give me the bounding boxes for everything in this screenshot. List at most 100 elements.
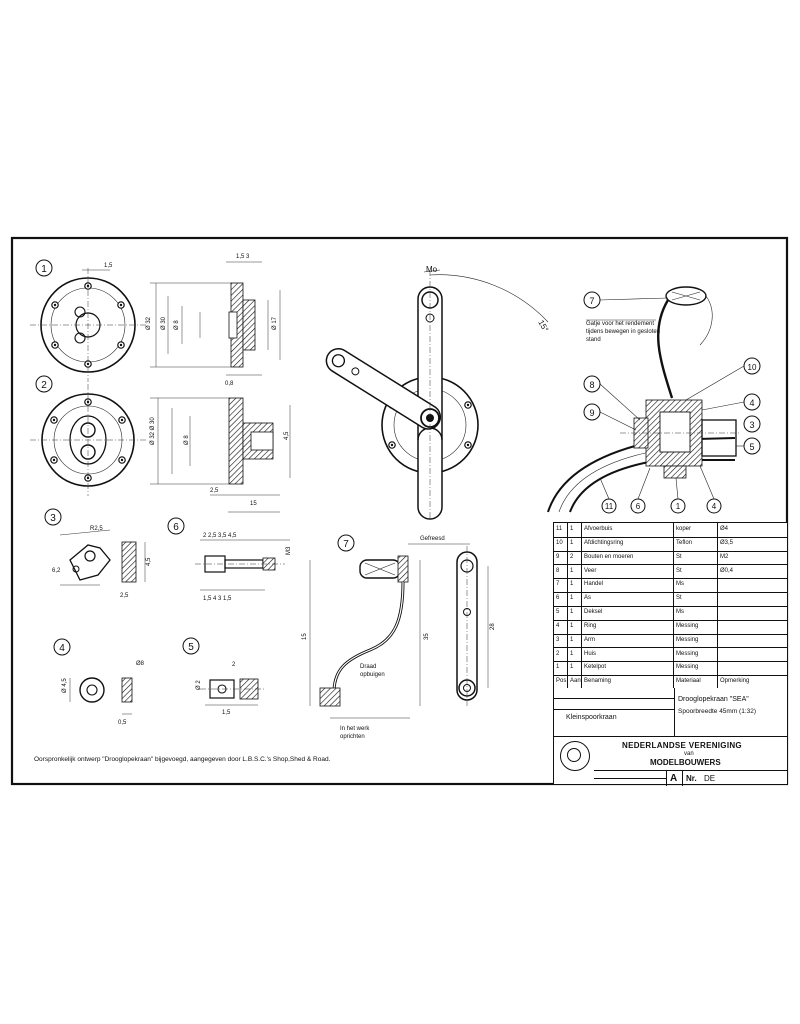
- parts-cell-qty: 2: [568, 550, 582, 565]
- parts-cell-material: Ms: [674, 578, 718, 593]
- svg-text:0,5: 0,5: [118, 720, 127, 726]
- item-subtitle: Spoorbreedte 45mm (1:32): [678, 708, 757, 715]
- svg-text:6: 6: [636, 502, 641, 511]
- svg-text:In het werk: In het werk: [340, 726, 370, 732]
- svg-text:15: 15: [302, 633, 308, 640]
- parts-cell-material: Teflon: [674, 536, 718, 551]
- assembly-callout-right-b: 4: [749, 398, 754, 408]
- parts-cell-name: Afdichtingsring: [582, 536, 674, 551]
- svg-text:15: 15: [250, 501, 257, 507]
- parts-cell-pos: 3: [554, 633, 568, 648]
- svg-text:11: 11: [605, 502, 614, 511]
- parts-cell-size: Ø0,4: [720, 567, 734, 574]
- parts-cell-material: Ms: [674, 606, 718, 620]
- parts-cell-size: [718, 661, 786, 675]
- parts-cell-pos: 7: [554, 578, 568, 593]
- detail-2-housing-front: 2: [30, 375, 146, 496]
- parts-cell-material: Messing: [674, 619, 718, 634]
- svg-text:1,5: 1,5: [104, 263, 113, 269]
- detail-5-callout: 5: [188, 642, 194, 653]
- svg-text:Ø 32: Ø 32: [146, 316, 152, 330]
- parts-cell-material: St: [674, 564, 718, 579]
- drawing-name: Kleinspoorkraan: [566, 714, 617, 721]
- parts-cell-size: Opmerking: [720, 678, 750, 685]
- lever-rotation-view: Mo 15°: [325, 265, 550, 520]
- parts-cell-pos: 9: [554, 550, 568, 565]
- svg-text:tijdens bewegen in gesloten: tijdens bewegen in gesloten: [586, 329, 660, 335]
- parts-cell-size: Ø3,5: [720, 539, 734, 546]
- parts-cell-qty: 1: [568, 647, 582, 662]
- detail-6-callout: 6: [173, 522, 179, 533]
- parts-cell-qty: 1: [568, 564, 582, 579]
- parts-cell-name: Benaming: [582, 675, 674, 689]
- parts-cell-size: [718, 634, 786, 648]
- assembly-section-view: Gatje voor het rendement tijdens bewegen…: [547, 286, 761, 514]
- assembly-callout-right-d: 5: [749, 442, 754, 452]
- parts-cell-pos: 11: [554, 523, 568, 537]
- detail-6-spindle: 6 2 2,5 3,5 4,5 1,5 4 3 1,5 M3: [167, 517, 292, 602]
- item-title: Drooglopekraan "SEA": [678, 696, 749, 703]
- parts-cell-size: [718, 578, 786, 592]
- parts-cell-material: Messing: [674, 647, 718, 662]
- svg-text:Ø 32 Ø 30: Ø 32 Ø 30: [150, 417, 156, 445]
- parts-cell-pos: 10: [554, 536, 568, 551]
- parts-cell-qty: 1: [568, 606, 582, 620]
- svg-text:Gatje voor het rendement: Gatje voor het rendement: [586, 321, 654, 327]
- parts-cell-qty: Aant: [568, 675, 582, 689]
- svg-text:R2,5: R2,5: [90, 526, 103, 532]
- org-line-3: MODELBOUWERS: [650, 758, 721, 767]
- svg-text:Ø 8: Ø 8: [174, 320, 180, 330]
- parts-cell-qty: 1: [568, 536, 582, 551]
- parts-cell-pos: 2: [554, 647, 568, 662]
- parts-cell-size: [718, 648, 786, 662]
- detail-1-flange-front: 1 1,5: [30, 259, 146, 382]
- parts-cell-pos: 6: [554, 592, 568, 606]
- parts-cell-name: Veer: [582, 564, 674, 579]
- svg-text:4,5: 4,5: [284, 431, 290, 440]
- parts-cell-qty: 1: [568, 578, 582, 593]
- svg-text:opbuigen: opbuigen: [360, 672, 385, 678]
- svg-text:0,8: 0,8: [225, 381, 234, 387]
- parts-cell-name: As: [582, 592, 674, 606]
- svg-text:oprichten: oprichten: [340, 734, 365, 740]
- svg-text:1,5: 1,5: [222, 710, 231, 716]
- svg-text:35: 35: [424, 633, 430, 640]
- svg-text:Ø 17: Ø 17: [272, 316, 278, 330]
- svg-text:6,2: 6,2: [52, 568, 61, 574]
- title-block: Kleinspoorkraan Drooglopekraan "SEA" Spo…: [553, 688, 788, 786]
- svg-text:4,5: 4,5: [146, 557, 152, 566]
- parts-cell-material: koper: [674, 523, 718, 537]
- assembly-callout-left-a: 8: [589, 380, 594, 390]
- svg-text:Draad: Draad: [360, 664, 376, 670]
- parts-cell-pos: 8: [554, 564, 568, 579]
- svg-text:Gefreesd: Gefreesd: [420, 536, 445, 542]
- parts-cell-qty: 1: [568, 661, 582, 676]
- svg-text:1,5 4 3 1,5: 1,5 4 3 1,5: [203, 596, 232, 602]
- org-logo: [560, 741, 590, 771]
- parts-cell-size: [718, 620, 786, 634]
- svg-text:2 2,5 3,5 4,5: 2 2,5 3,5 4,5: [203, 533, 237, 539]
- detail-3-callout: 3: [50, 513, 56, 524]
- detail-3-part: 3 R2,5 6,2 2,5 4,5: [44, 508, 152, 599]
- svg-text:Ø8: Ø8: [136, 661, 145, 667]
- detail-2-callout: 2: [41, 380, 47, 391]
- parts-cell-material: Messing: [674, 661, 718, 676]
- parts-cell-material: St: [674, 550, 718, 565]
- parts-cell-pos: 4: [554, 619, 568, 634]
- parts-cell-material: Materiaal: [674, 675, 718, 689]
- svg-text:1,5 3: 1,5 3: [236, 254, 250, 260]
- svg-text:2: 2: [232, 662, 236, 668]
- svg-text:M3: M3: [286, 546, 292, 555]
- footer-note: Oorspronkelijk ontwerp "Drooglopekraan" …: [34, 756, 331, 763]
- svg-text:4: 4: [712, 502, 717, 511]
- detail-7-handle: 7 15 35 In het werk oprichten Draad opbu…: [302, 534, 496, 740]
